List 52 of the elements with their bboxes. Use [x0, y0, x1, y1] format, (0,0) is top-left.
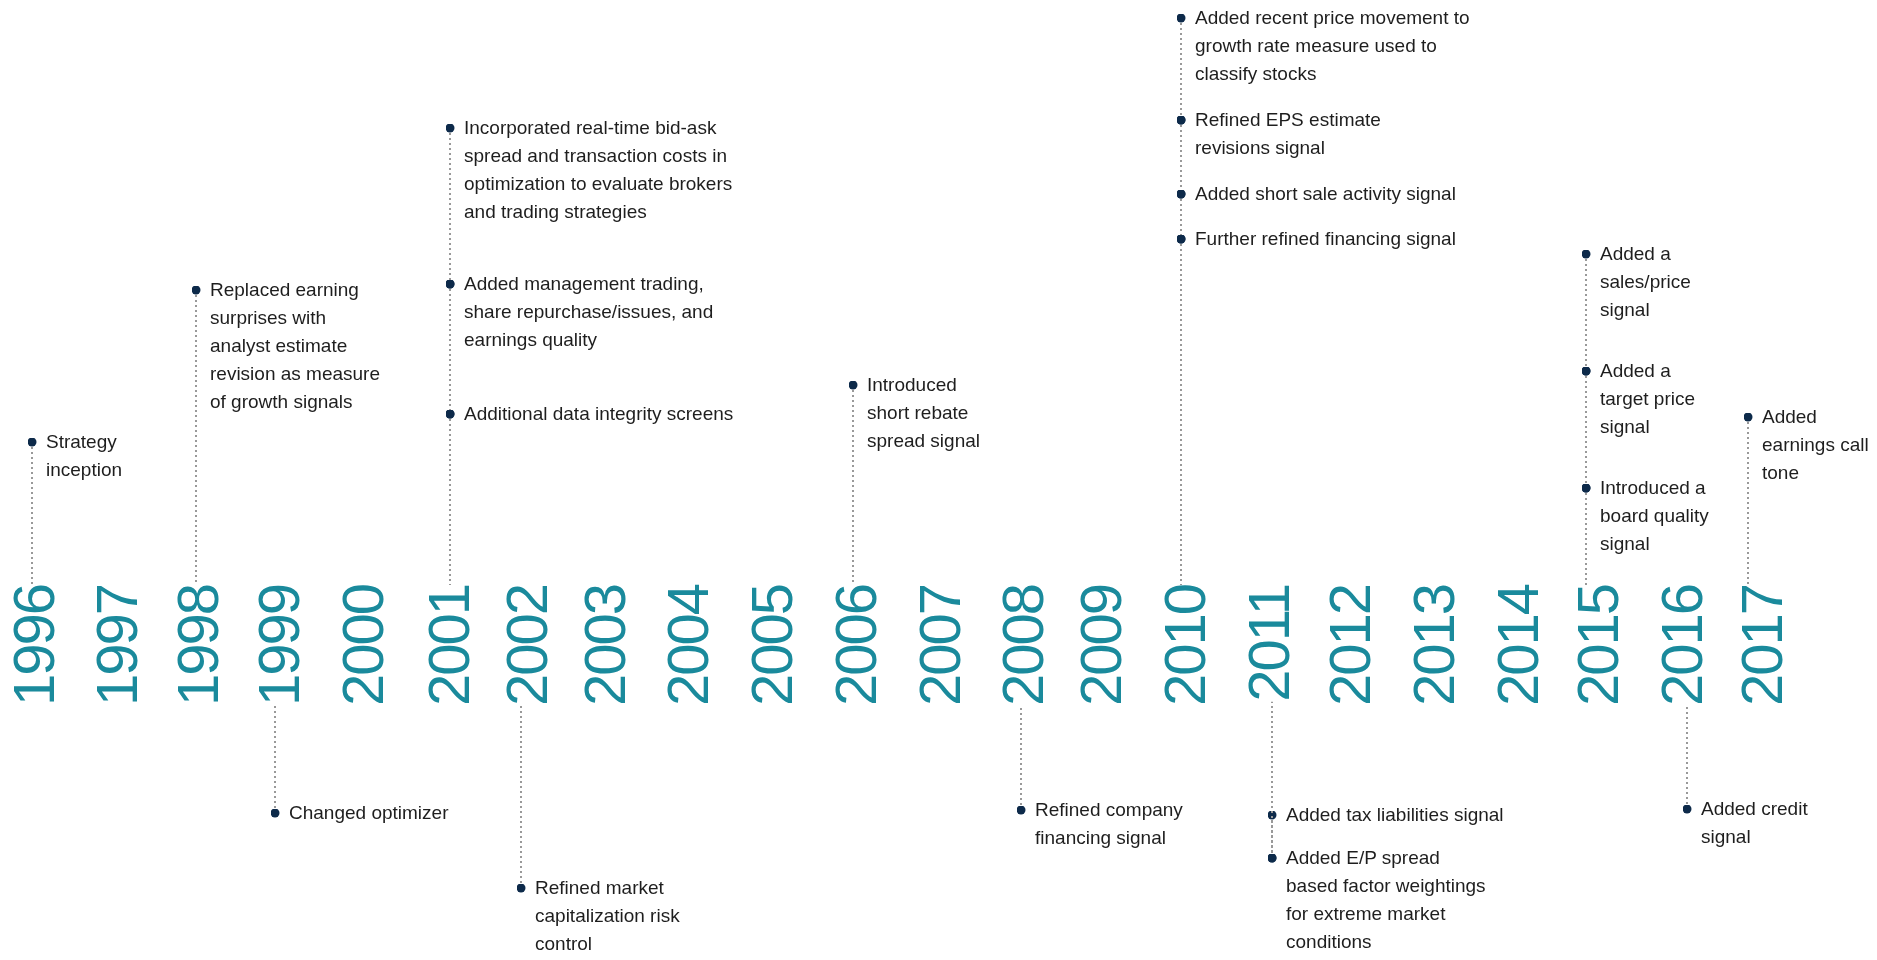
year-label: 2004	[660, 585, 716, 707]
dotted-connector	[445, 409, 455, 586]
dotted-connector	[27, 437, 37, 586]
dotted-connector	[1743, 412, 1753, 586]
milestone-text: Added earnings call tone	[1744, 403, 1877, 487]
year-label: 2011	[1241, 585, 1297, 702]
milestone-text: Added credit signal	[1683, 795, 1821, 851]
year-label: 2016	[1654, 585, 1710, 707]
milestone-text: Added a target price signal	[1582, 357, 1720, 441]
year-label: 2007	[912, 585, 968, 707]
dotted-connector	[1016, 705, 1026, 815]
milestone-text: Added E/P spread based factor weightings for extreme market conditions	[1268, 844, 1491, 956]
milestone-text: Added short sale activity signal	[1177, 180, 1485, 208]
milestone-text: Added a sales/price signal	[1582, 240, 1720, 324]
milestone-text: Added management trading, share repurchase/issues, and earnings quality	[446, 270, 744, 354]
milestone-text: Introduced short rebate spread signal	[849, 371, 997, 455]
milestone-text: Additional data integrity screens	[446, 400, 744, 428]
milestone-text: Changed optimizer	[271, 799, 489, 827]
year-label: 2015	[1570, 585, 1626, 707]
milestone-text: Refined company financing signal	[1017, 796, 1205, 852]
milestone-text: Refined EPS estimate revisions signal	[1177, 106, 1405, 162]
year-label: 2005	[744, 585, 800, 707]
year-label: 2014	[1490, 585, 1546, 707]
milestone-text: Replaced earning surprises with analyst estimate revision as measure of growth signals	[192, 276, 388, 416]
dotted-connector	[270, 705, 280, 818]
milestone-text: Further refined financing signal	[1177, 225, 1485, 253]
year-label: 2002	[499, 585, 555, 707]
dotted-connector	[1581, 483, 1591, 586]
year-label: 2012	[1322, 585, 1378, 707]
year-label: 1999	[251, 585, 307, 707]
year-label: 2017	[1734, 585, 1790, 707]
milestone-text: Refined market capitalization risk control	[517, 874, 710, 958]
year-label: 2001	[421, 585, 477, 707]
year-label: 2013	[1406, 585, 1462, 707]
year-label: 1997	[89, 585, 145, 707]
year-label: 2010	[1157, 585, 1213, 707]
year-label: 2000	[335, 585, 391, 707]
milestone-text: Strategy inception	[28, 428, 136, 484]
milestone-text: Added tax liabilities signal	[1268, 801, 1536, 829]
year-label: 2009	[1073, 585, 1129, 707]
year-label: 2003	[577, 585, 633, 707]
year-label: 2006	[828, 585, 884, 707]
year-label: 1996	[6, 585, 62, 707]
milestone-text: Incorporated real-time bid-ask spread and transaction costs in optimization to evaluate brokers and trading strategies	[446, 114, 744, 226]
milestone-text: Added recent price movement to growth rate measure used to classify stocks	[1177, 4, 1483, 88]
dotted-connector	[516, 705, 526, 893]
dotted-connector	[1176, 234, 1186, 586]
milestone-text: Introduced a board quality signal	[1582, 474, 1720, 558]
year-label: 1998	[170, 585, 226, 707]
year-label: 2008	[995, 585, 1051, 707]
dotted-connector	[1682, 705, 1692, 814]
dotted-connector	[1267, 700, 1277, 863]
